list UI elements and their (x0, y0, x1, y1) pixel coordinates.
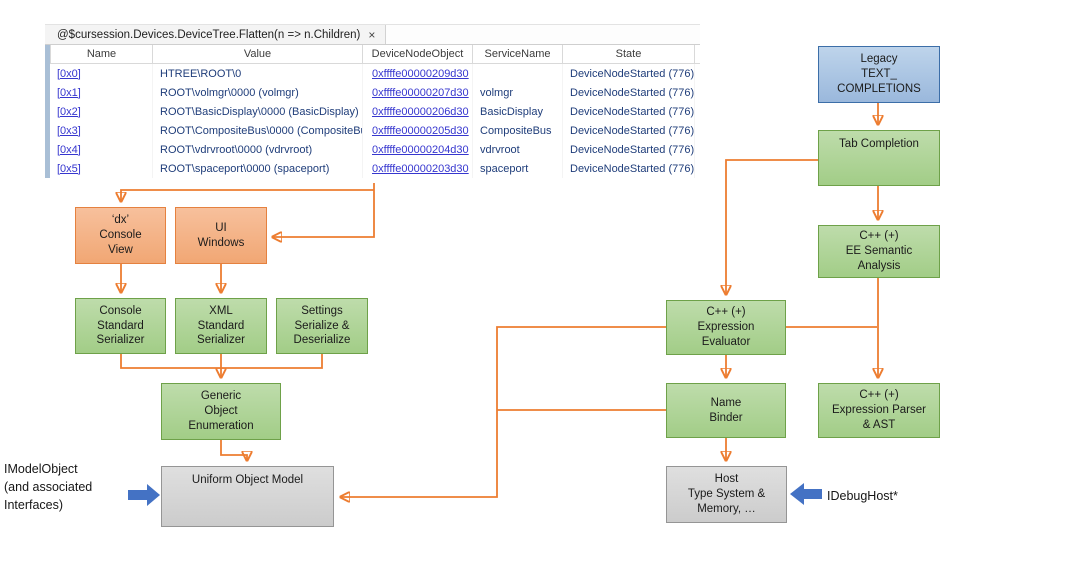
column-header-devicenodeobject: DeviceNodeObject (363, 45, 473, 63)
row-state: DeviceNodeStarted (776) (563, 102, 695, 121)
row-servicename: CompositeBus (473, 121, 563, 140)
row-name-link[interactable]: [0x2] (57, 105, 81, 118)
idebughost-label: IDebugHost* (827, 489, 898, 503)
row-servicename (473, 64, 563, 83)
table-row: [0x4] ROOT\vdrvroot\0000 (vdrvroot) 0xff… (50, 140, 700, 159)
name-binder-box: Name Binder (666, 383, 786, 438)
row-servicename: volmgr (473, 83, 563, 102)
row-name-link[interactable]: [0x4] (57, 143, 81, 156)
row-devicenodeobject-link[interactable]: 0xffffe00000206d30 (372, 105, 469, 118)
tab-strip: @$cursession.Devices.DeviceTree.Flatten(… (45, 24, 700, 45)
table-row: [0x3] ROOT\CompositeBus\0000 (CompositeB… (50, 121, 700, 140)
row-name-link[interactable]: [0x0] (57, 67, 81, 80)
host-type-system-box: Host Type System & Memory, … (666, 466, 787, 523)
row-name-link[interactable]: [0x5] (57, 162, 81, 175)
dx-console-view-box: ‘dx’ Console View (75, 207, 166, 264)
column-header-state: State (563, 45, 695, 63)
row-devicenodeobject-link[interactable]: 0xffffe00000203d30 (372, 162, 469, 175)
row-name-link[interactable]: [0x1] (57, 86, 81, 99)
table-header: Name Value DeviceNodeObject ServiceName … (50, 45, 700, 64)
row-devicenodeobject-link[interactable]: 0xffffe00000204d30 (372, 143, 469, 156)
ui-windows-box: UI Windows (175, 207, 267, 264)
imodelobject-arrow-icon (128, 484, 160, 506)
row-devicenodeobject-link[interactable]: 0xffffe00000205d30 (372, 124, 469, 137)
table-left-strip (45, 45, 50, 178)
row-state: DeviceNodeStarted (776) (563, 64, 695, 83)
watch-tab[interactable]: @$cursession.Devices.DeviceTree.Flatten(… (45, 25, 387, 44)
tab-completion-box: Tab Completion (818, 130, 940, 186)
row-servicename: BasicDisplay (473, 102, 563, 121)
table-row: [0x1] ROOT\volmgr\0000 (volmgr) 0xffffe0… (50, 83, 700, 102)
row-state: DeviceNodeStarted (776) (563, 121, 695, 140)
column-header-value: Value (153, 45, 363, 63)
row-devicenodeobject-link[interactable]: 0xffffe00000209d30 (372, 67, 469, 80)
table-row: [0x0] HTREE\ROOT\0 0xffffe00000209d30 De… (50, 64, 700, 83)
uniform-object-model-box: Uniform Object Model (161, 466, 334, 527)
xml-standard-serializer-box: XML Standard Serializer (175, 298, 267, 354)
row-value: ROOT\volmgr\0000 (volmgr) (153, 83, 363, 102)
row-value: ROOT\vdrvroot\0000 (vdrvroot) (153, 140, 363, 159)
close-icon[interactable]: × (368, 27, 376, 42)
row-value: ROOT\CompositeBus\0000 (CompositeBus) (153, 121, 363, 140)
console-standard-serializer-box: Console Standard Serializer (75, 298, 166, 354)
row-devicenodeobject-link[interactable]: 0xffffe00000207d30 (372, 86, 469, 99)
watch-panel: @$cursession.Devices.DeviceTree.Flatten(… (45, 24, 700, 178)
table-row: [0x5] ROOT\spaceport\0000 (spaceport) 0x… (50, 159, 700, 178)
legacy-text-completions-box: Legacy TEXT_ COMPLETIONS (818, 46, 940, 103)
expression-parser-ast-box: C++ (+) Expression Parser & AST (818, 383, 940, 438)
table-row: [0x2] ROOT\BasicDisplay\0000 (BasicDispl… (50, 102, 700, 121)
ee-semantic-analysis-box: C++ (+) EE Semantic Analysis (818, 225, 940, 278)
row-value: ROOT\BasicDisplay\0000 (BasicDisplay) (153, 102, 363, 121)
settings-serialize-deserialize-box: Settings Serialize & Deserialize (276, 298, 368, 354)
column-header-name: Name (50, 45, 153, 63)
column-header-servicename: ServiceName (473, 45, 563, 63)
device-table: Name Value DeviceNodeObject ServiceName … (50, 45, 700, 178)
row-servicename: vdrvroot (473, 140, 563, 159)
row-state: DeviceNodeStarted (776) (563, 159, 695, 178)
row-name-link[interactable]: [0x3] (57, 124, 81, 137)
generic-object-enumeration-box: Generic Object Enumeration (161, 383, 281, 440)
imodelobject-label: IModelObject (and associated Interfaces) (4, 462, 93, 512)
row-state: DeviceNodeStarted (776) (563, 140, 695, 159)
expression-evaluator-box: C++ (+) Expression Evaluator (666, 300, 786, 355)
row-state: DeviceNodeStarted (776) (563, 83, 695, 102)
idebughost-arrow-icon (790, 483, 822, 505)
row-servicename: spaceport (473, 159, 563, 178)
row-value: HTREE\ROOT\0 (153, 64, 363, 83)
watch-tab-title: @$cursession.Devices.DeviceTree.Flatten(… (57, 28, 361, 41)
row-value: ROOT\spaceport\0000 (spaceport) (153, 159, 363, 178)
